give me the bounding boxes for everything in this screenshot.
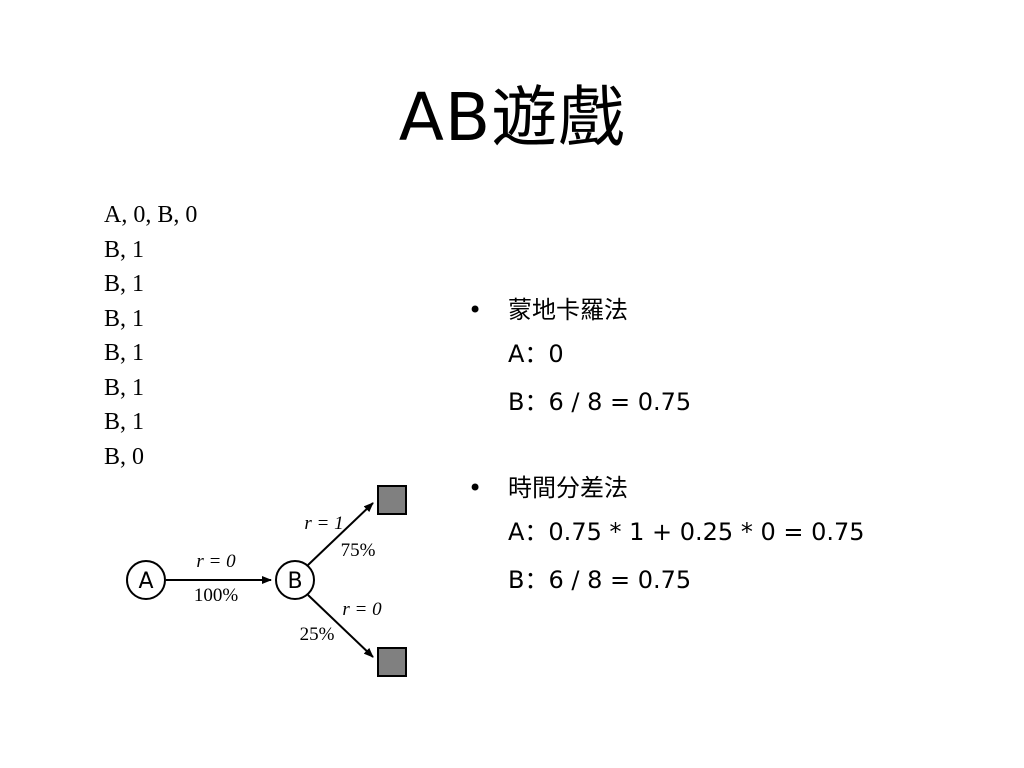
episode-line: B, 1	[104, 340, 145, 366]
bullet-heading: 時間分差法	[508, 474, 628, 502]
node-a	[126, 560, 166, 600]
ab-transition-diagram: A B r = 0 100% r = 1 75% r = 0 25%	[126, 485, 407, 677]
edge-ab-reward-label: r = 0	[196, 551, 236, 572]
edge-b-to-top-terminal	[307, 502, 374, 566]
episode-line: B, 1	[104, 409, 145, 435]
terminal-state-bottom	[377, 647, 407, 677]
edge-top-prob-label: 75%	[341, 540, 376, 561]
edge-bottom-reward-label: r = 0	[342, 599, 382, 620]
episode-line: B, 1	[104, 305, 145, 332]
episode-line: B, 1	[104, 236, 145, 263]
edge-bottom-prob-label: 25%	[300, 624, 335, 645]
bullet-dot: •	[468, 474, 483, 502]
bullet-line: B：6 / 8 = 0.75	[508, 388, 692, 416]
edge-b-to-bottom-terminal	[307, 594, 374, 658]
slide-title: AB遊戲	[398, 79, 626, 156]
bullet-list: • 蒙地卡羅法 A：0 B：6 / 8 = 0.75 • 時間分差法 A：0.7…	[468, 290, 865, 604]
bullet-line: B：6 / 8 = 0.75	[508, 566, 692, 594]
episode-line: A, 0, B, 0	[104, 202, 198, 228]
edge-top-reward-label: r = 1	[304, 513, 343, 534]
node-a-label: A	[138, 569, 153, 594]
episode-line: B, 0	[104, 443, 145, 470]
terminal-state-top	[377, 485, 407, 515]
bullet-monte-carlo: • 蒙地卡羅法 A：0 B：6 / 8 = 0.75	[468, 290, 865, 426]
node-b-label: B	[287, 569, 302, 594]
node-b	[275, 560, 315, 600]
episode-line: B, 1	[104, 374, 145, 401]
bullet-temporal-difference: • 時間分差法 A：0.75 * 1 + 0.25 * 0 = 0.75 B：6…	[468, 468, 865, 604]
episode-line: B, 1	[104, 271, 145, 297]
bullet-line: A：0	[508, 340, 564, 368]
bullet-heading: 蒙地卡羅法	[508, 296, 628, 324]
episode-list: A, 0, B, 0 B, 1 B, 1 B, 1 B, 1 B, 1 B, 1…	[104, 198, 197, 474]
bullet-line: A：0.75 * 1 + 0.25 * 0 = 0.75	[508, 518, 865, 546]
edge-ab-prob-label: 100%	[194, 585, 239, 606]
bullet-dot: •	[468, 296, 483, 324]
